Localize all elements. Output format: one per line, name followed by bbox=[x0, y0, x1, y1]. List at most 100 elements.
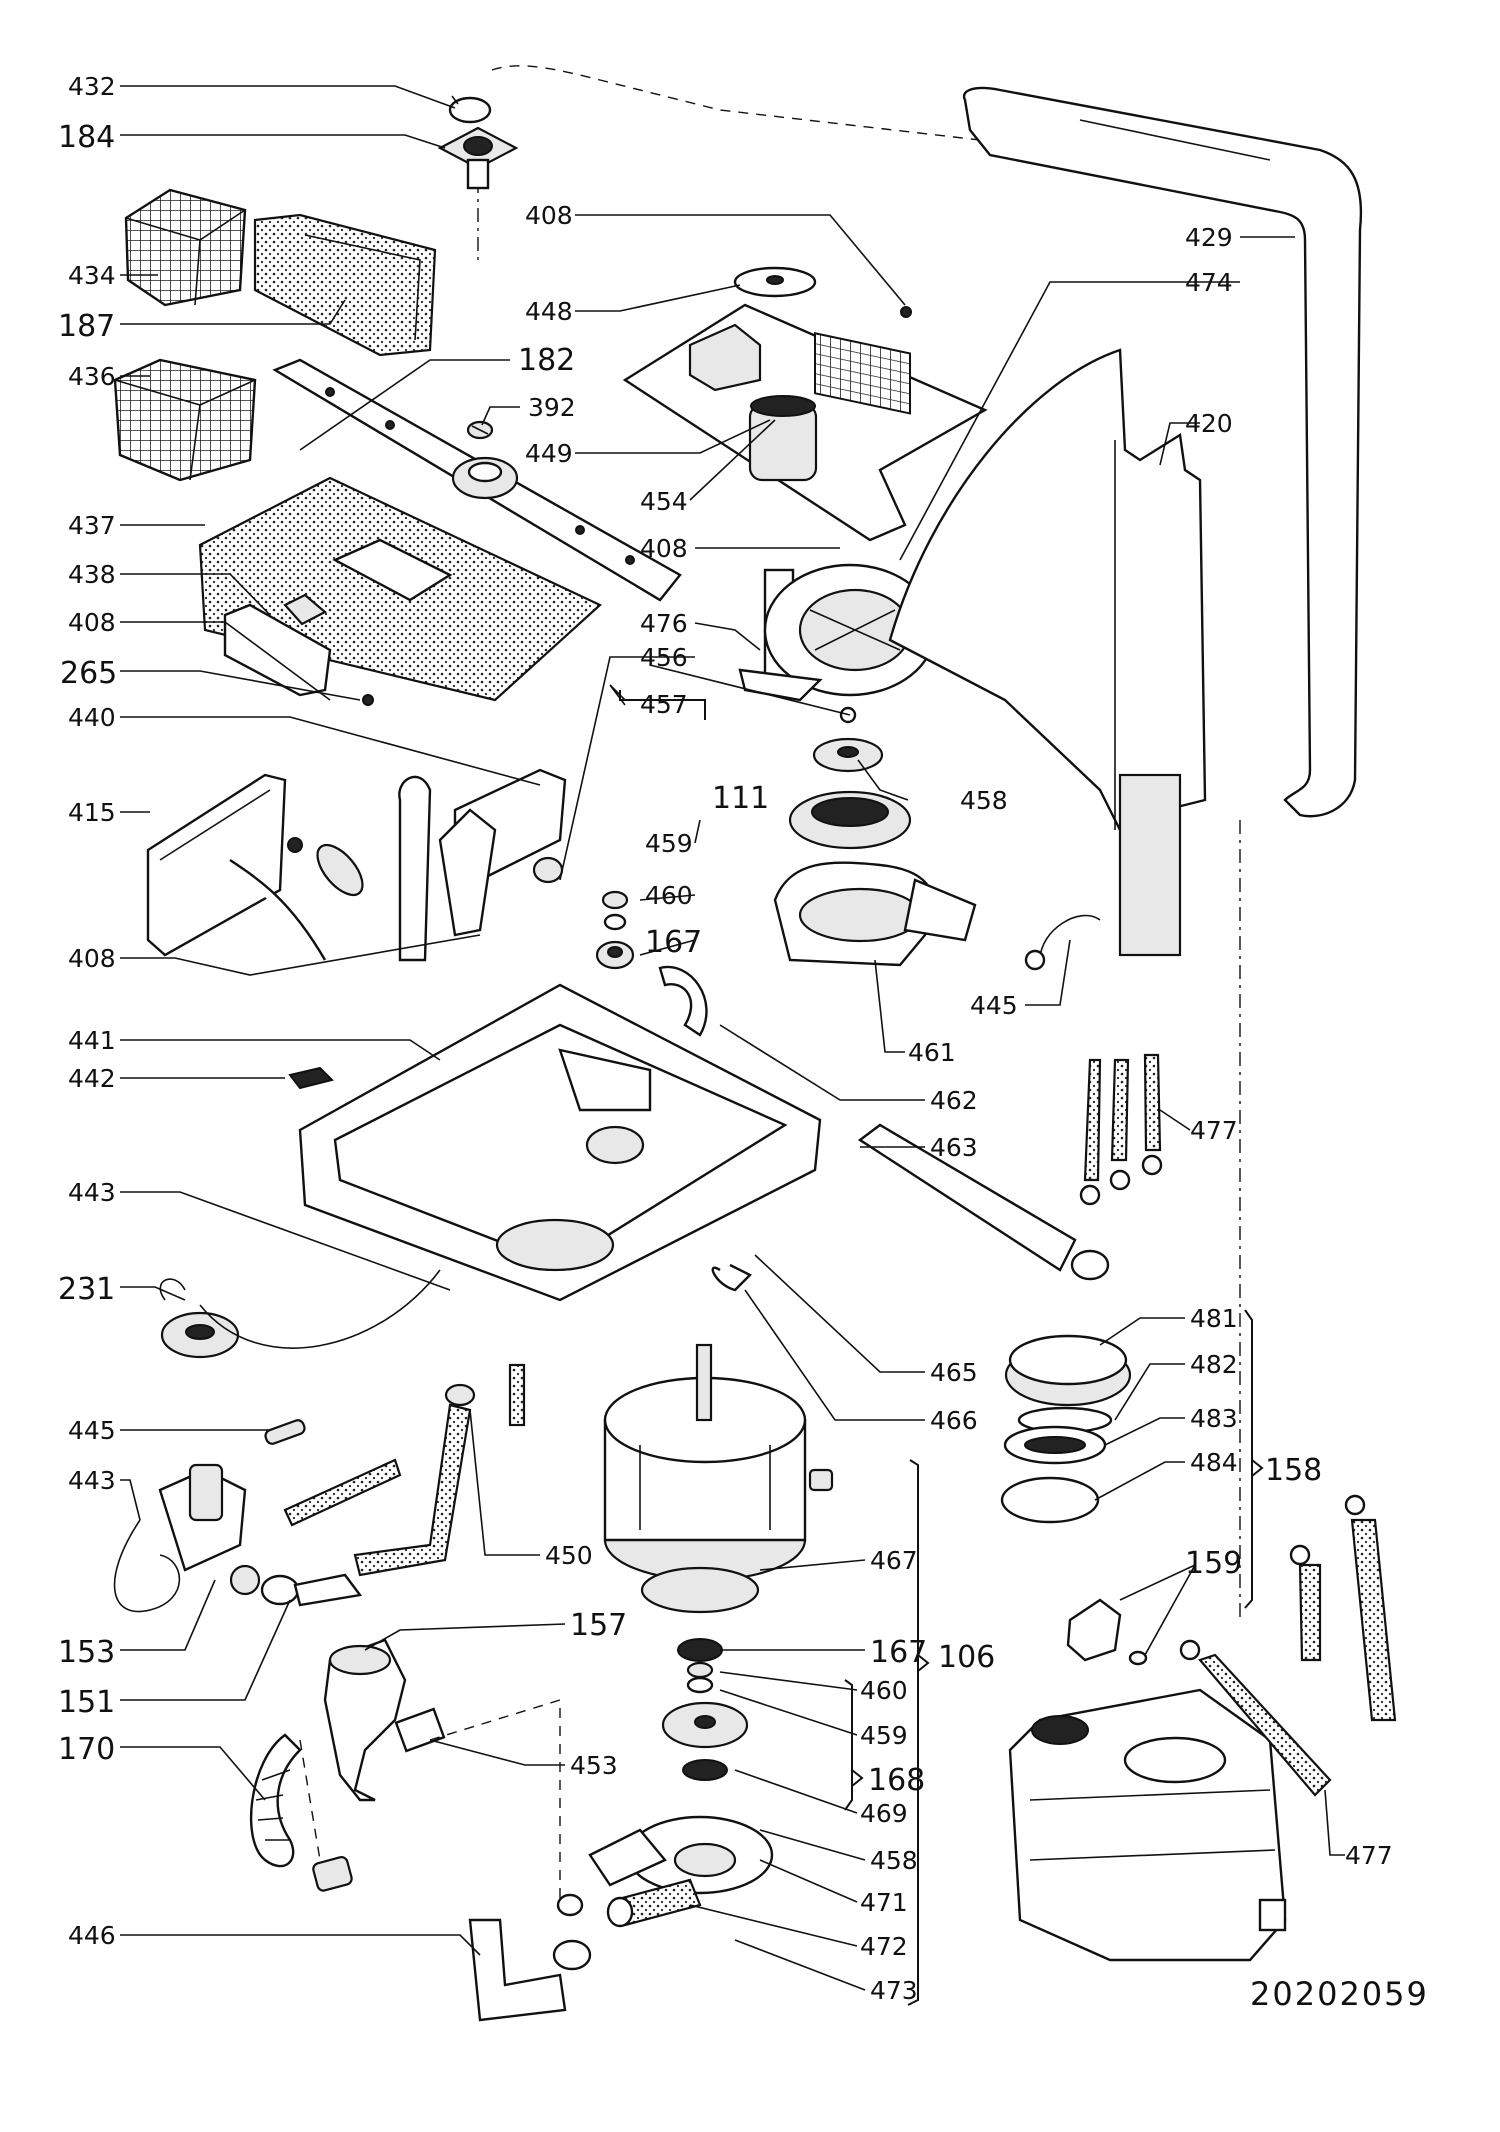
label-456: 456 bbox=[640, 643, 688, 672]
part-442-clip bbox=[288, 1066, 334, 1090]
label-106: 106 bbox=[938, 1640, 995, 1675]
connector-b bbox=[1024, 949, 1046, 971]
part-481-cap bbox=[1004, 1334, 1132, 1407]
part-167-seal bbox=[677, 1638, 723, 1662]
part-450-hose bbox=[353, 1403, 472, 1577]
label-445-a: 445 bbox=[68, 1416, 116, 1445]
label-408-b: 408 bbox=[68, 944, 116, 973]
label-460-a: 460 bbox=[645, 881, 693, 910]
part-443-wire bbox=[199, 1269, 441, 1349]
part-471-pump-body bbox=[588, 1815, 774, 1895]
part-472-473-connectors bbox=[606, 1878, 702, 1928]
part-415-bracket bbox=[146, 773, 364, 961]
part-158-salt-tank bbox=[1008, 1688, 1287, 1962]
label-463: 463 bbox=[930, 1133, 978, 1162]
part-459-washer bbox=[686, 1676, 714, 1694]
part-187-filter bbox=[253, 213, 437, 357]
part-445-stub bbox=[264, 1419, 306, 1445]
label-459-a: 459 bbox=[645, 829, 693, 858]
label-446: 446 bbox=[68, 1921, 116, 1950]
label-462: 462 bbox=[930, 1086, 978, 1115]
label-168: 168 bbox=[868, 1763, 925, 1798]
small-hose bbox=[508, 1363, 526, 1427]
label-445-b: 445 bbox=[970, 991, 1018, 1020]
wire-445-right bbox=[1039, 914, 1101, 961]
drawing-code: 20202059 bbox=[1250, 1975, 1429, 2013]
part-434-basket bbox=[124, 188, 247, 307]
label-265: 265 bbox=[60, 656, 117, 691]
part-462-hose bbox=[658, 965, 708, 1037]
label-459-b: 459 bbox=[860, 1721, 908, 1750]
label-482: 482 bbox=[1190, 1350, 1238, 1379]
part-476-pump-housing bbox=[738, 563, 937, 702]
hose-end-fitting bbox=[444, 1383, 476, 1407]
label-167-b: 167 bbox=[870, 1635, 927, 1670]
part-483-ring bbox=[1003, 1425, 1107, 1465]
label-231: 231 bbox=[58, 1272, 115, 1307]
label-440: 440 bbox=[68, 703, 116, 732]
cabinet-outline-dashed bbox=[491, 65, 981, 141]
label-461: 461 bbox=[908, 1038, 956, 1067]
part-184-hub bbox=[437, 126, 519, 190]
part-labels: 432 184 434 187 436 437 438 408 265 440 … bbox=[58, 72, 1429, 2013]
label-476: 476 bbox=[640, 609, 688, 638]
part-265-screw bbox=[362, 694, 374, 706]
label-458-a: 458 bbox=[960, 786, 1008, 815]
label-415: 415 bbox=[68, 798, 116, 827]
part-458-impeller-top bbox=[812, 737, 884, 773]
part-151-hose bbox=[260, 1573, 363, 1607]
part-469-ring bbox=[682, 1759, 728, 1781]
part-436-basket bbox=[113, 358, 257, 482]
label-454: 454 bbox=[640, 487, 688, 516]
label-441: 441 bbox=[68, 1026, 116, 1055]
part-impeller-wheel bbox=[788, 790, 912, 850]
part-460-ring bbox=[686, 1661, 714, 1679]
label-167-a: 167 bbox=[645, 925, 702, 960]
part-432-clip bbox=[448, 95, 492, 124]
label-477-a: 477 bbox=[1190, 1116, 1238, 1145]
label-437: 437 bbox=[68, 511, 116, 540]
part-461-volute bbox=[773, 861, 977, 967]
label-420: 420 bbox=[1185, 409, 1233, 438]
label-442: 442 bbox=[68, 1064, 116, 1093]
grouping-braces bbox=[619, 690, 1264, 2006]
part-182-spray-arm bbox=[272, 358, 682, 602]
part-420-side-panel bbox=[888, 348, 1207, 957]
label-443-b: 443 bbox=[68, 1466, 116, 1495]
label-466: 466 bbox=[930, 1406, 978, 1435]
label-187: 187 bbox=[58, 309, 115, 344]
part-448-disc bbox=[733, 266, 817, 298]
hose-c-short bbox=[283, 1458, 402, 1527]
part-459-460-167-seals bbox=[595, 890, 635, 970]
label-408-d: 408 bbox=[640, 534, 688, 563]
label-429: 429 bbox=[1185, 223, 1233, 252]
part-446-elbow-hose bbox=[468, 1893, 592, 2022]
label-436: 436 bbox=[68, 362, 116, 391]
label-467: 467 bbox=[870, 1546, 918, 1575]
label-438: 438 bbox=[68, 560, 116, 589]
label-465: 465 bbox=[930, 1358, 978, 1387]
part-153-inlet-valve bbox=[113, 1463, 261, 1613]
part-465-nut bbox=[808, 1468, 834, 1492]
label-471: 471 bbox=[860, 1888, 908, 1917]
label-457: 457 bbox=[640, 690, 688, 719]
leader-lines bbox=[120, 85, 1345, 1991]
label-453: 453 bbox=[570, 1751, 618, 1780]
part-463-drain-tube bbox=[857, 1123, 1110, 1281]
part-438-handle bbox=[223, 603, 332, 697]
part-484-gasket bbox=[1000, 1476, 1100, 1524]
label-408-a: 408 bbox=[68, 608, 116, 637]
part-168-impeller bbox=[661, 1701, 749, 1749]
label-434: 434 bbox=[68, 261, 116, 290]
part-477-tank-hoses bbox=[1179, 1494, 1397, 1797]
hose-route-dashed bbox=[299, 1699, 561, 1900]
label-443-a: 443 bbox=[68, 1178, 116, 1207]
part-467-disc bbox=[640, 1566, 760, 1614]
label-153: 153 bbox=[58, 1635, 115, 1670]
label-170: 170 bbox=[58, 1732, 115, 1767]
label-449: 449 bbox=[525, 439, 573, 468]
label-182: 182 bbox=[518, 343, 575, 378]
label-392: 392 bbox=[528, 393, 576, 422]
label-484: 484 bbox=[1190, 1448, 1238, 1477]
part-408-screw-top bbox=[900, 306, 912, 318]
